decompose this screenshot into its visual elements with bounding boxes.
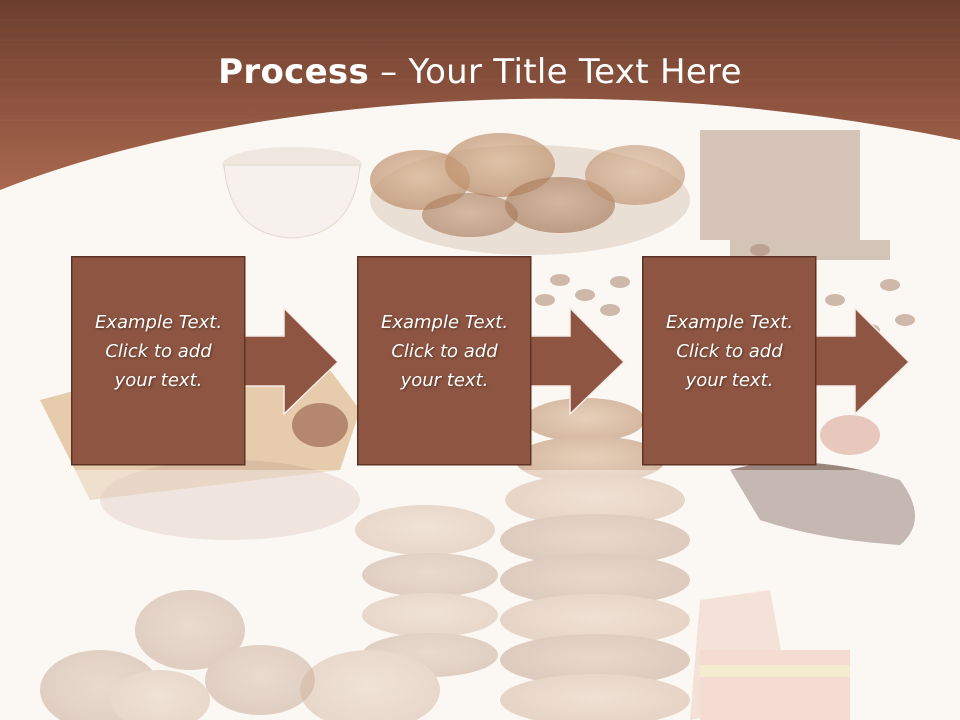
title-bold: Process	[218, 52, 370, 92]
step-text: Example Text. Click to add your text.	[94, 312, 223, 391]
step-arrow-shape	[357, 256, 626, 466]
step-arrow-shape	[642, 256, 911, 466]
title-dash: –	[369, 52, 409, 92]
process-step-1[interactable]: Example Text. Click to add your text.	[71, 256, 340, 466]
process-step-2[interactable]: Example Text. Click to add your text.	[357, 256, 626, 466]
header-band	[0, 0, 960, 190]
process-step-3[interactable]: Example Text. Click to add your text.	[642, 256, 911, 466]
step-arrow-shape	[71, 256, 340, 466]
step-text: Example Text. Click to add your text.	[380, 312, 509, 391]
slide-title[interactable]: Process – Your Title Text Here	[0, 52, 960, 92]
step-text: Example Text. Click to add your text.	[665, 312, 794, 391]
title-rest: Your Title Text Here	[408, 52, 742, 92]
